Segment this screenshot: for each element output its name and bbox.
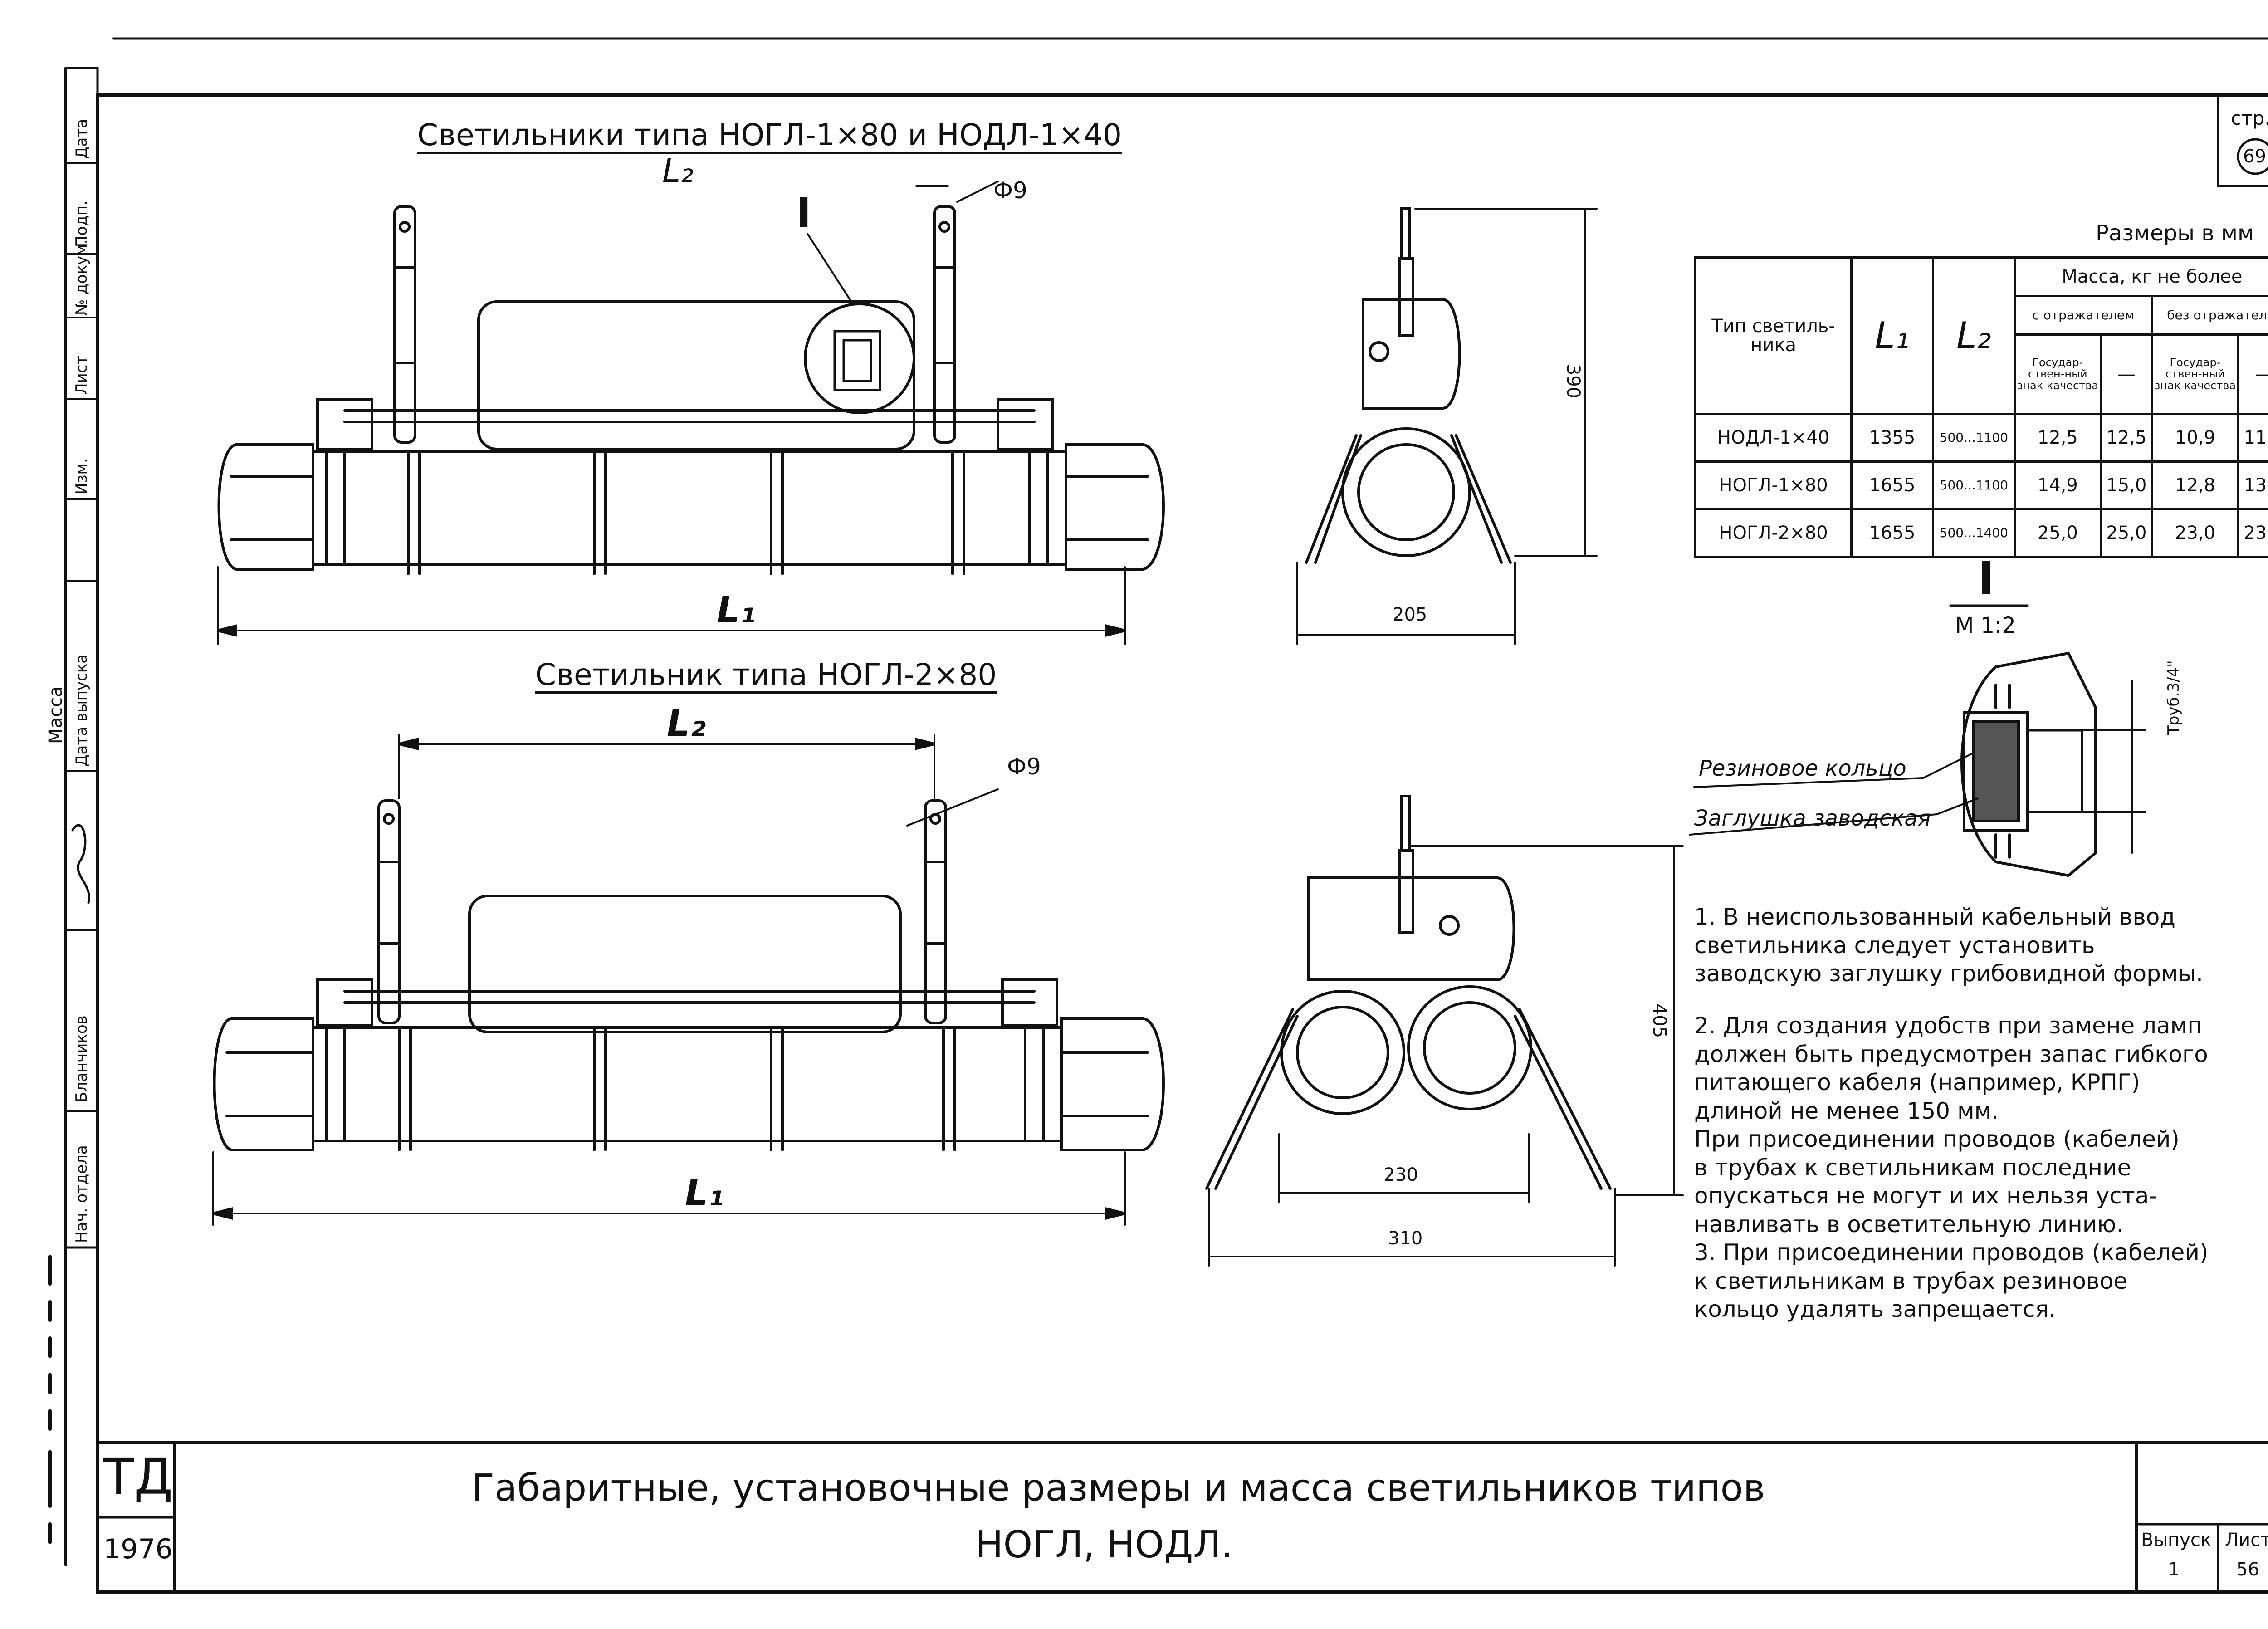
table-row: НОГЛ-2×80 1655 500...1400 25,0 25,0 23,0… xyxy=(1694,508,2268,558)
cell-mass-3: 23,0 xyxy=(2151,508,2239,558)
detail-mark: I xyxy=(1978,552,1995,605)
table-row: НОГЛ-1×80 1655 500...1100 14,9 15,0 12,8… xyxy=(1694,460,2268,510)
cell-l2: 500...1400 xyxy=(1931,508,2016,558)
stamp-label-issue-date: Дата выпуска xyxy=(73,654,91,767)
cell-type: НОГЛ-1×80 xyxy=(1694,460,1853,510)
note-2: 2. Для создания удобств при замене ламп … xyxy=(1694,1013,2208,1238)
cell-mass-4: 23,0 xyxy=(2237,508,2268,558)
side2-inner-width-dim: 230 xyxy=(1383,1164,1418,1185)
stamp-label-sheet: Лист xyxy=(73,355,91,395)
title-block-issue-label: Выпуск xyxy=(2141,1530,2211,1551)
view2-hole-dim: Ф9 xyxy=(1007,753,1041,780)
cell-l1: 1655 xyxy=(1850,508,1934,558)
cell-mass-2: 25,0 xyxy=(2099,508,2153,558)
title-block-issue-value: 1 xyxy=(2168,1559,2180,1580)
stamp-label-mass: Масса xyxy=(45,686,66,744)
th-type: Тип светиль-ника xyxy=(1694,256,1853,415)
side2-outer-width-dim: 310 xyxy=(1388,1228,1423,1249)
th-with-reflector: с отражателем xyxy=(2013,295,2153,336)
title-block-org: ТД xyxy=(103,1448,173,1506)
cell-l2: 500...1100 xyxy=(1931,413,2016,463)
view1-drawing xyxy=(217,181,1165,645)
stamp-label-name: Бланчиков xyxy=(73,1015,91,1102)
cell-l2: 500...1100 xyxy=(1931,460,2016,510)
th-mass: Масса, кг не более xyxy=(2013,256,2268,297)
detail-scale: М 1:2 xyxy=(1955,613,2016,638)
th-quality-mark-2: Государ-ствен-ный знак качества xyxy=(2151,333,2239,415)
view2-l1-dim: L₁ xyxy=(685,1172,724,1214)
note-1: 1. В неиспользованный кабельный ввод све… xyxy=(1694,904,2203,987)
cell-mass-4: 13,0 xyxy=(2237,460,2268,510)
stamp-label-doc-no: № докум. xyxy=(73,239,91,315)
view1-section-mark: I xyxy=(796,189,811,237)
spec-table: Тип светиль-ника L₁ L₂ Масса, кг не боле… xyxy=(1694,256,2268,558)
th-quality-mark-1: Государ-ствен-ный знак качества xyxy=(2013,333,2102,415)
stamp-label-date: Дата xyxy=(73,118,91,159)
th-without-reflector: без отражателя xyxy=(2151,295,2268,336)
side2-height-dim: 405 xyxy=(1649,1003,1670,1038)
side2-drawing xyxy=(1205,795,1684,1267)
detail-ring-label: Резиновое кольцо xyxy=(1699,756,1906,781)
stamp-label-change: Изм. xyxy=(73,458,91,494)
table-caption: Размеры в мм xyxy=(2096,220,2254,246)
page-ref-number: 69 xyxy=(2243,146,2266,167)
th-l2: L₂ xyxy=(1931,256,2016,415)
title-block-sheet-value: 56 xyxy=(2236,1559,2259,1580)
table-row: НОДЛ-1×40 1355 500...1100 12,5 12,5 10,9… xyxy=(1694,413,2268,463)
cell-l1: 1655 xyxy=(1850,460,1934,510)
cell-mass-3: 12,8 xyxy=(2151,460,2239,510)
cell-mass-1: 14,9 xyxy=(2013,460,2102,510)
view1-title: Светильники типа НОГЛ-1×80 и НОДЛ-1×40 xyxy=(417,117,1122,152)
view1-l1-dim: L₁ xyxy=(717,589,756,631)
side1-drawing xyxy=(1296,207,1598,645)
detail-pipe-label: Труб.3/4" xyxy=(2165,660,2183,735)
page-ref-label: стр. xyxy=(2231,107,2268,129)
title-block-title-line1: Габаритные, установочные размеры и масса… xyxy=(472,1467,1765,1510)
side1-height-dim: 390 xyxy=(1563,363,1584,399)
cell-mass-1: 12,5 xyxy=(2013,413,2102,463)
cell-mass-2: 15,0 xyxy=(2099,460,2153,510)
title-block-year: 1976 xyxy=(103,1533,173,1565)
detail-drawing xyxy=(1689,604,2146,877)
cell-mass-2: 12,5 xyxy=(2099,413,2153,463)
view1-l2-dim: L₂ xyxy=(662,152,694,190)
cell-type: НОДЛ-1×40 xyxy=(1694,413,1853,463)
cell-mass-3: 10,9 xyxy=(2151,413,2239,463)
title-block-title-line2: НОГЛ, НОДЛ. xyxy=(975,1523,1233,1566)
th-dash-1: — xyxy=(2099,333,2153,415)
th-l1: L₁ xyxy=(1850,256,1934,415)
view2-drawing xyxy=(212,734,1165,1226)
view2-l2-dim: L₂ xyxy=(667,702,706,744)
side1-width-dim: 205 xyxy=(1393,604,1427,625)
detail-plug-label: Заглушка заводская xyxy=(1694,806,1931,831)
note-3: 3. При присоединении проводов (кабелей) … xyxy=(1694,1239,2209,1322)
th-dash-2: — xyxy=(2237,333,2268,415)
cell-mass-1: 25,0 xyxy=(2013,508,2102,558)
cell-l1: 1355 xyxy=(1850,413,1934,463)
view1-hole-dim: Ф9 xyxy=(993,177,1027,204)
cell-type: НОГЛ-2×80 xyxy=(1694,508,1853,558)
stamp-label-dept-head: Нач. отдела xyxy=(73,1145,91,1243)
view2-title: Светильник типа НОГЛ-2×80 xyxy=(535,657,997,692)
title-block-sheet-label: Лист xyxy=(2225,1530,2268,1551)
left-stamp-frame xyxy=(64,67,99,1249)
cell-mass-4: 11,0 xyxy=(2237,413,2268,463)
